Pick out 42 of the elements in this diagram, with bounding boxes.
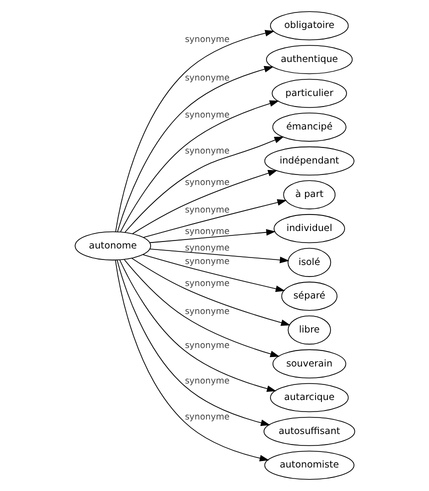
edge-label: synonyme bbox=[184, 226, 230, 237]
node-ellipse: isolé bbox=[287, 248, 331, 277]
edge-label: synonyme bbox=[184, 178, 230, 188]
edge-label: synonyme bbox=[184, 278, 230, 289]
edge-label: synonyme bbox=[184, 243, 230, 254]
arrow bbox=[118, 260, 276, 392]
node-ellipse: souverain bbox=[272, 349, 346, 378]
arrow bbox=[123, 259, 280, 358]
node-ellipse: à part bbox=[282, 180, 335, 210]
arrow bbox=[130, 258, 290, 326]
arrow bbox=[114, 30, 274, 232]
node-ellipse: autonomiste bbox=[264, 450, 354, 480]
edge-label: synonyme bbox=[184, 307, 230, 318]
edge-label: synonyme bbox=[184, 35, 230, 46]
arrow bbox=[116, 66, 274, 232]
edge-label: synonyme bbox=[184, 376, 230, 386]
arrow bbox=[114, 260, 269, 462]
arrow bbox=[132, 170, 277, 234]
node-ellipse: libre bbox=[287, 315, 330, 345]
node-ellipse: émancipé bbox=[272, 112, 346, 142]
node-ellipse: obligatoire bbox=[270, 11, 348, 40]
node-ellipse: individuel bbox=[273, 214, 345, 244]
edge-label: synonyme bbox=[184, 256, 230, 267]
arrow bbox=[149, 248, 289, 264]
node-ellipse: authentique bbox=[266, 45, 352, 74]
edge-label: synonyme bbox=[184, 206, 230, 216]
arrow bbox=[149, 229, 276, 244]
node-ellipse: autonome bbox=[74, 231, 151, 260]
edge-label: synonyme bbox=[184, 340, 230, 351]
arrow bbox=[116, 260, 270, 426]
node-ellipse: autosuffisant bbox=[263, 416, 355, 446]
node-ellipse: séparé bbox=[280, 282, 337, 311]
arrow bbox=[142, 199, 286, 238]
edge-label: synonyme bbox=[184, 74, 230, 84]
arrow bbox=[124, 136, 284, 233]
edge-label: synonyme bbox=[184, 110, 230, 121]
node-ellipse: particulier bbox=[271, 78, 346, 108]
arrow bbox=[142, 254, 285, 292]
edge-label: synonyme bbox=[184, 146, 230, 157]
arrow bbox=[120, 100, 279, 232]
edge-label: synonyme bbox=[184, 412, 230, 422]
node-ellipse: autarcique bbox=[270, 383, 348, 412]
